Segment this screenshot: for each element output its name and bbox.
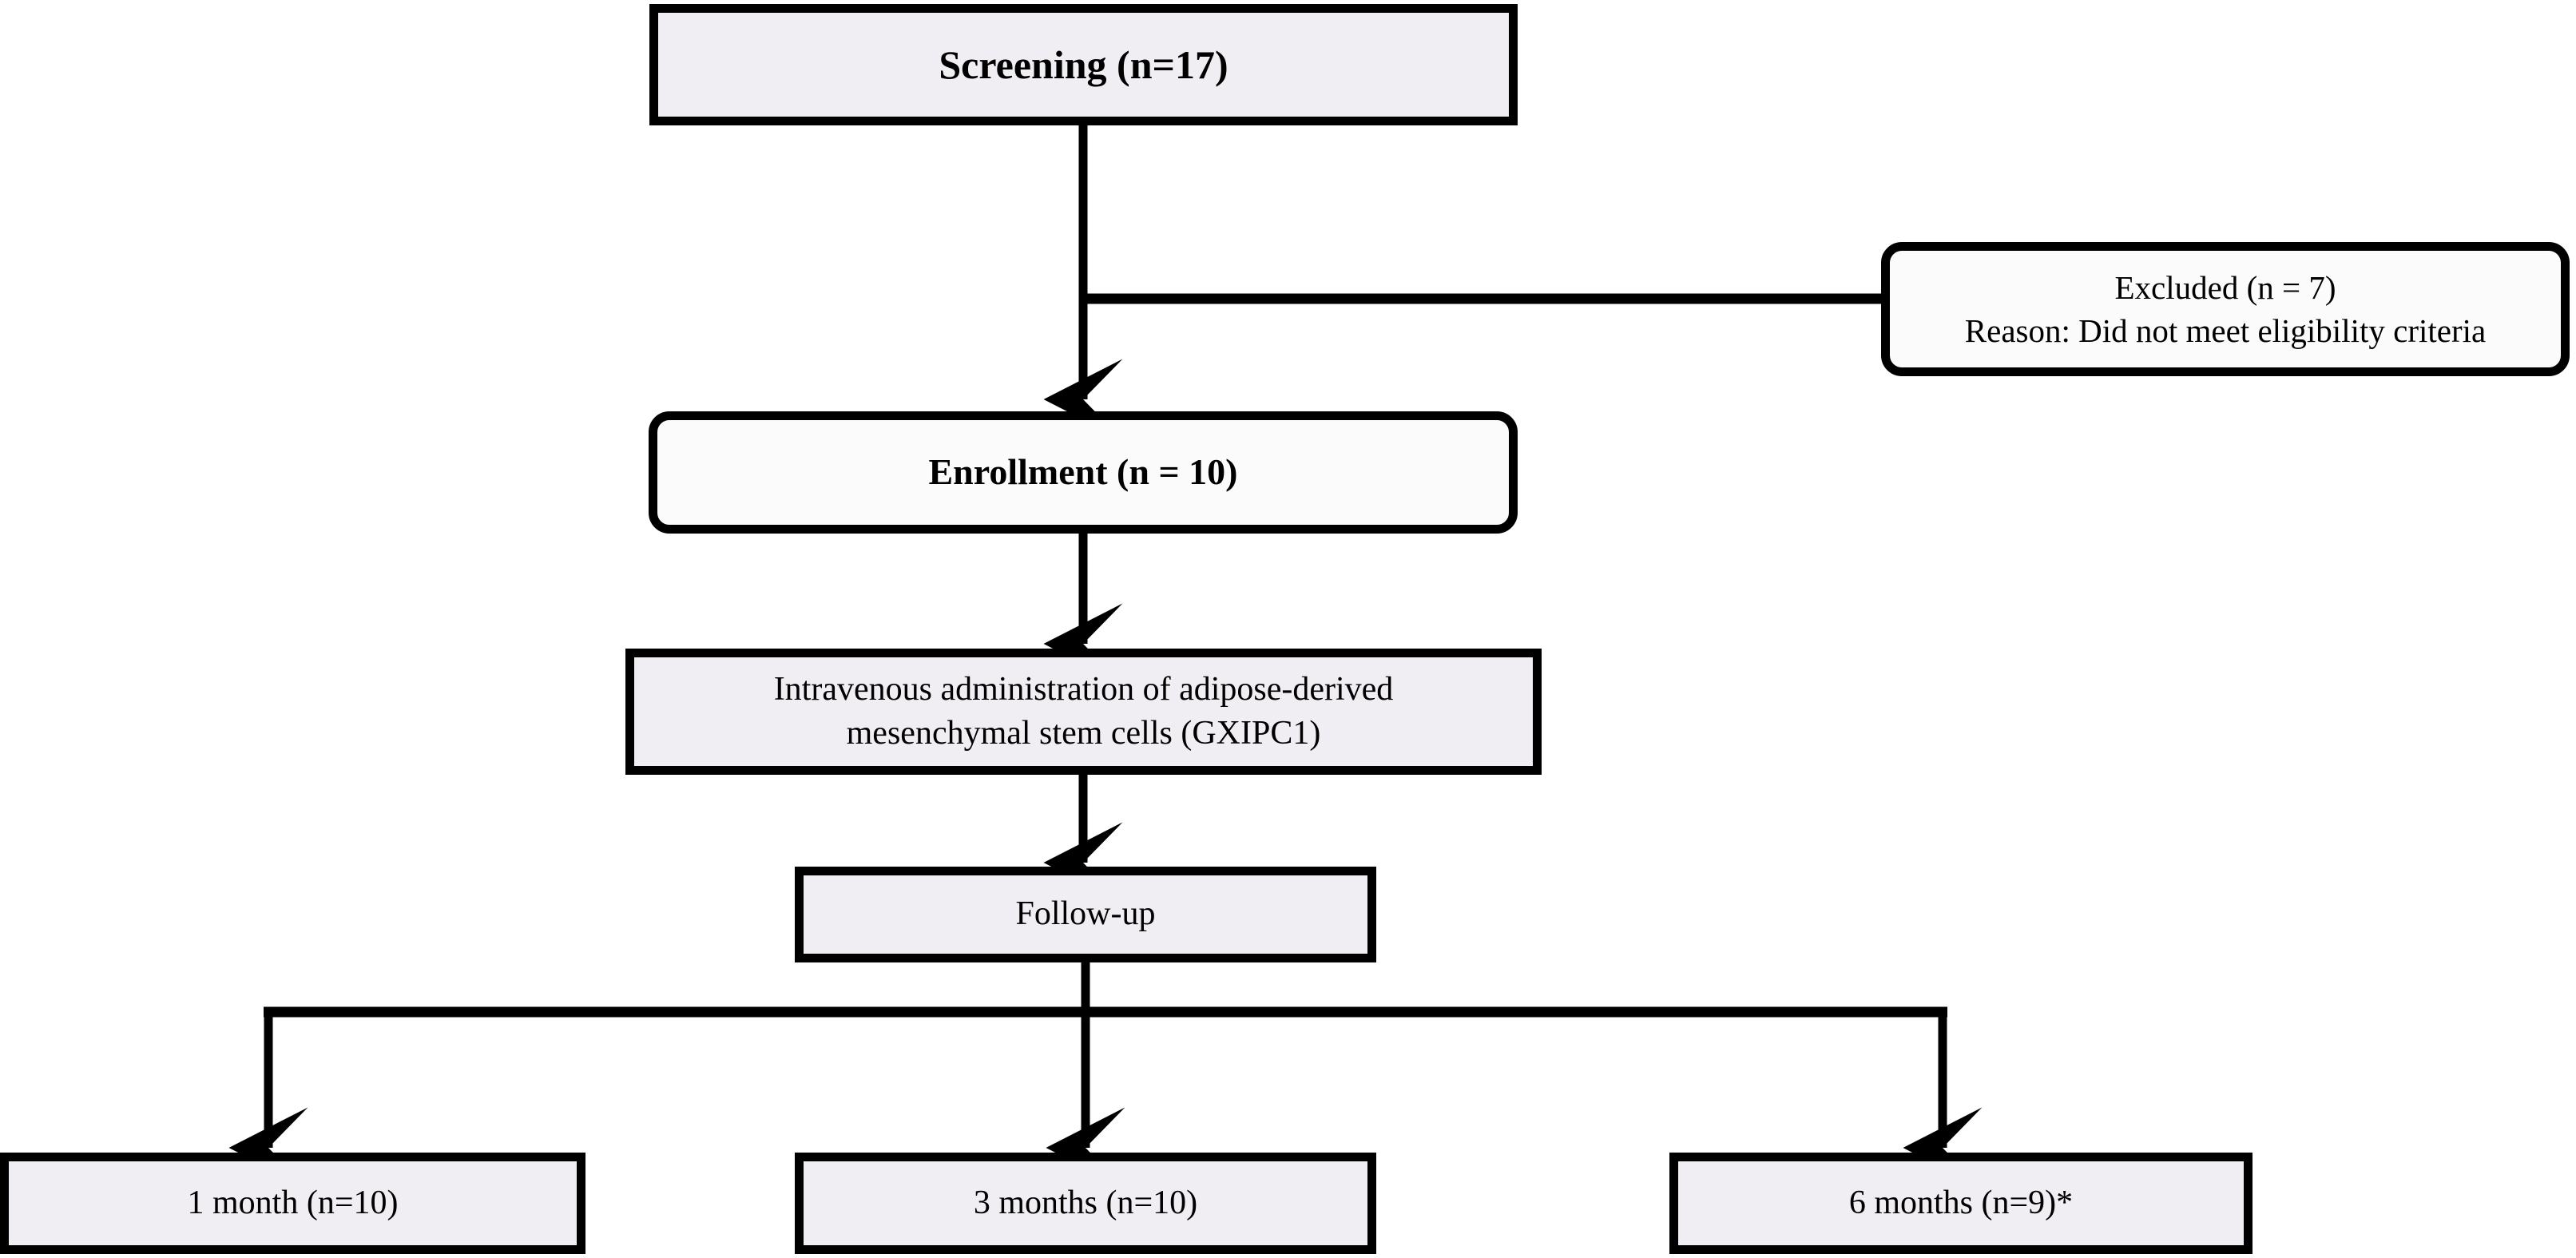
node-month6: 6 months (n=9)* <box>1669 1153 2253 1254</box>
node-month6-label: 6 months (n=9)* <box>1848 1184 2074 1221</box>
node-treatment-line2: mesenchymal stem cells (GXIPC1) <box>846 715 1321 752</box>
node-followup: Follow-up <box>795 867 1376 962</box>
node-treatment: Intravenous administration of adipose-de… <box>625 649 1542 775</box>
node-screening-label: Screening (n=17) <box>939 42 1228 87</box>
node-month1-label: 1 month (n=10) <box>187 1184 399 1221</box>
node-excluded-line1: Excluded (n = 7) <box>2114 268 2336 306</box>
node-enrollment-label: Enrollment (n = 10) <box>928 451 1238 493</box>
node-treatment-line1: Intravenous administration of adipose-de… <box>773 670 1394 708</box>
node-month1: 1 month (n=10) <box>0 1153 585 1254</box>
node-followup-label: Follow-up <box>1015 895 1156 933</box>
node-month3-label: 3 months (n=10) <box>973 1184 1198 1221</box>
node-screening: Screening (n=17) <box>649 4 1518 125</box>
node-month3: 3 months (n=10) <box>795 1153 1376 1254</box>
node-excluded-line2: Reason: Did not meet eligibility criteri… <box>1964 312 2487 349</box>
node-enrollment: Enrollment (n = 10) <box>649 411 1518 534</box>
node-excluded: Excluded (n = 7) Reason: Did not meet el… <box>1881 242 2570 376</box>
